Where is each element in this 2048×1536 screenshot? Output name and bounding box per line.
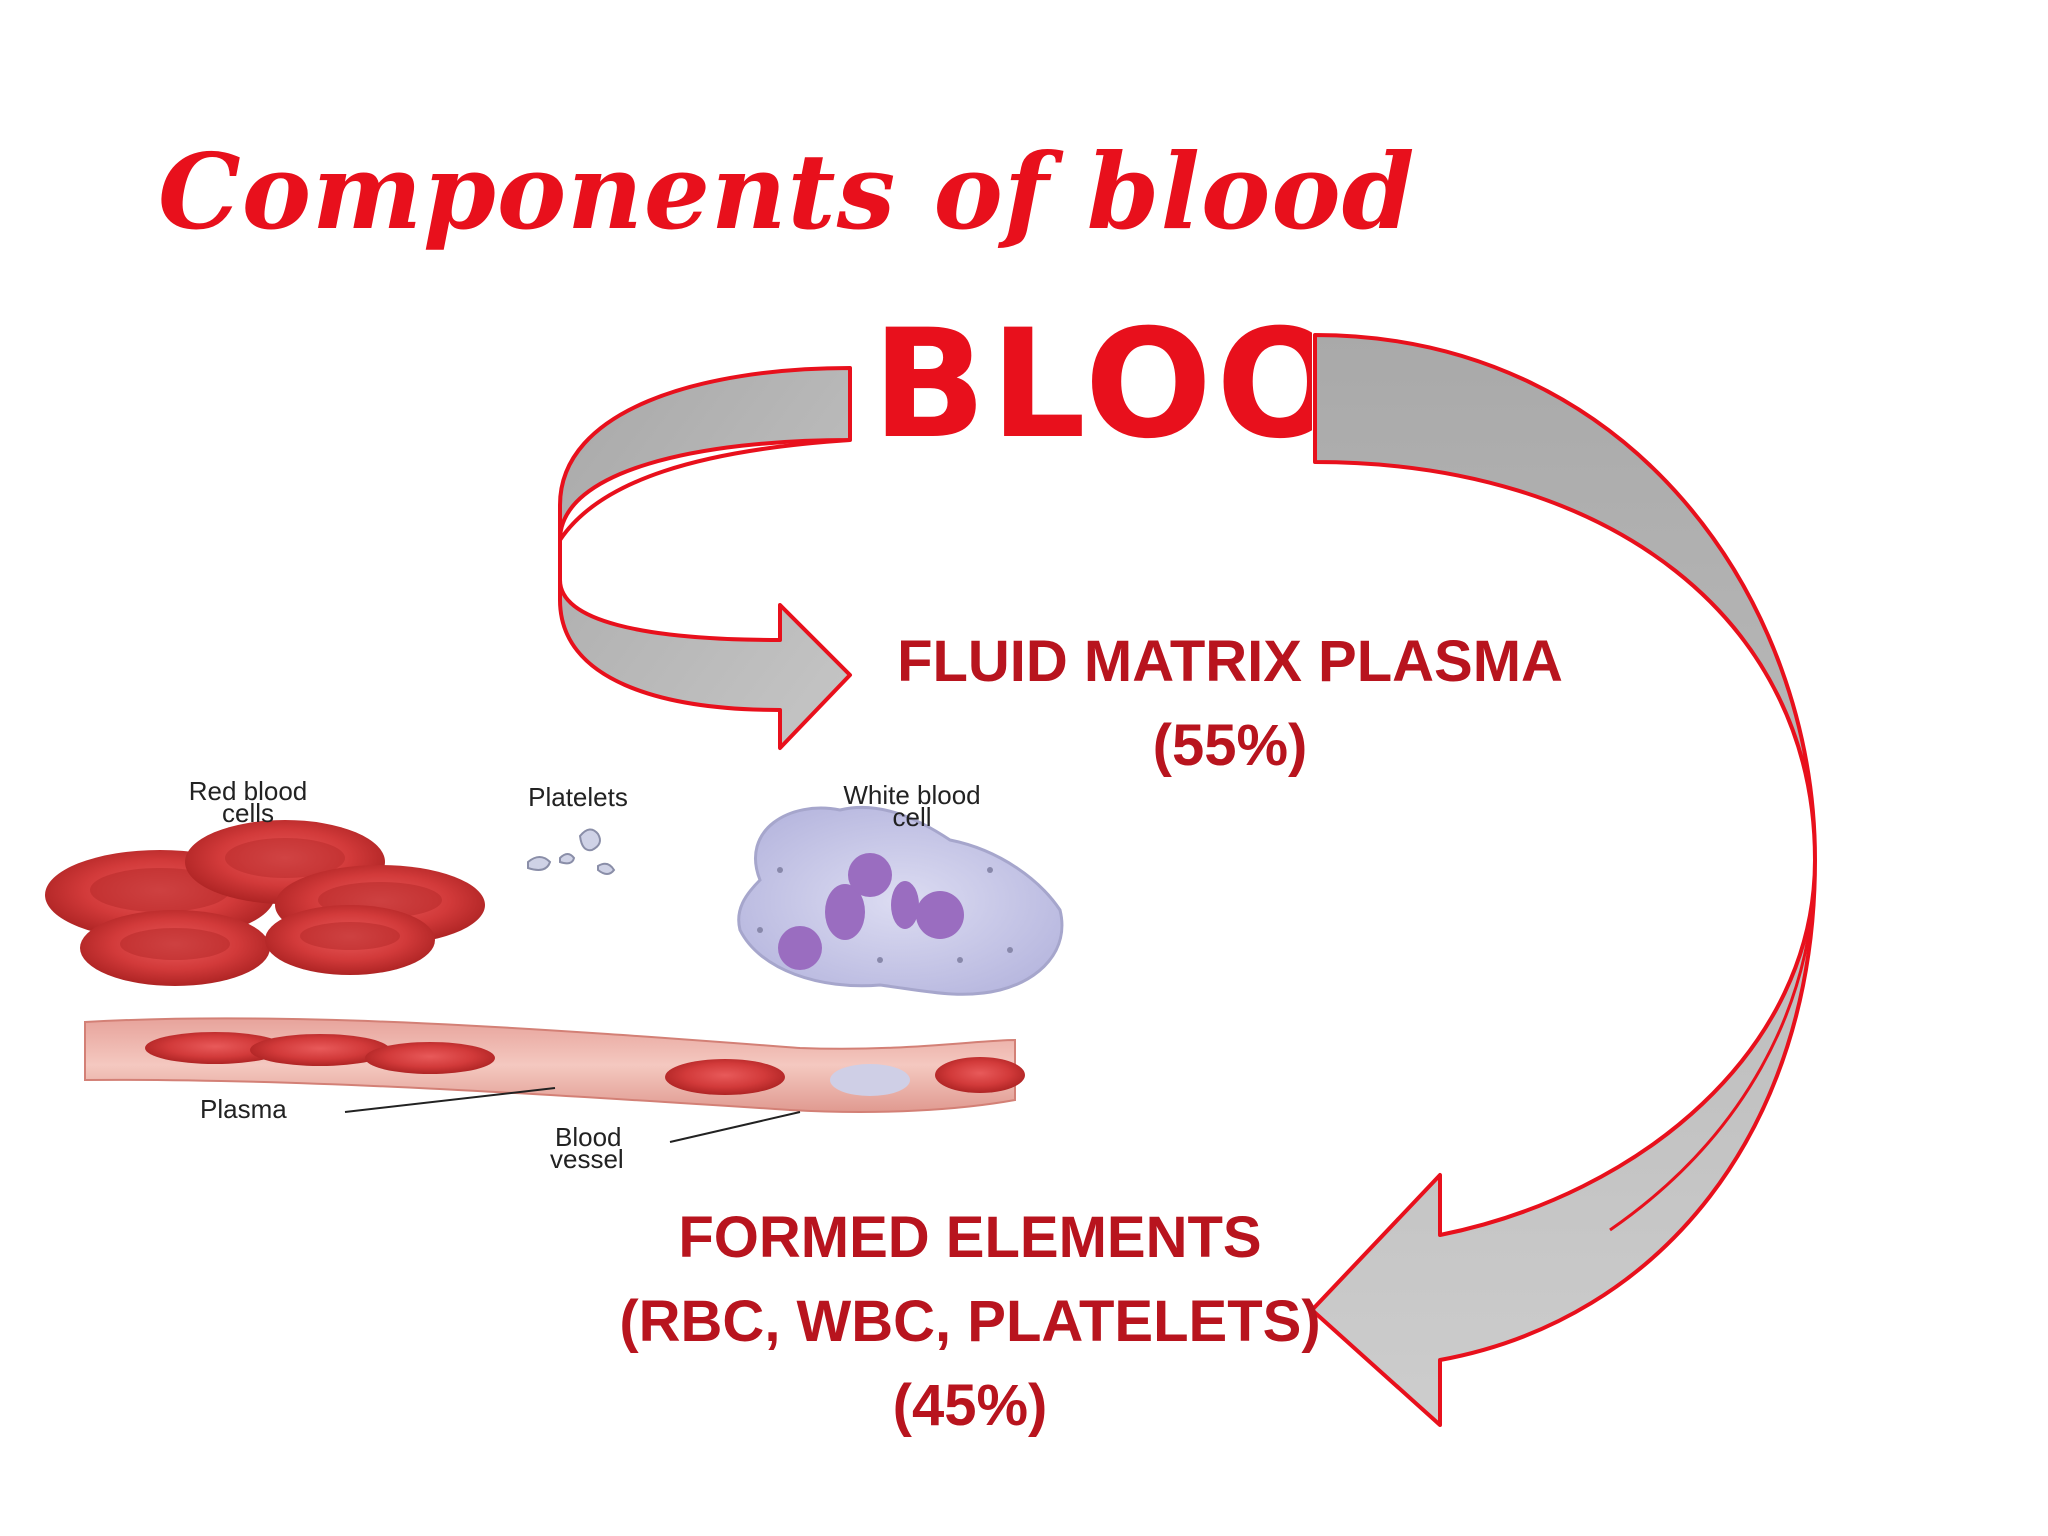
slide-title: Components of blood	[158, 130, 1416, 253]
plasma-illus-label: Plasma	[200, 1094, 287, 1124]
rbc-label-line1: Red blood	[189, 776, 308, 806]
vessel-label-line1: Blood	[555, 1122, 622, 1152]
formed-elements-name: FORMED ELEMENTS	[678, 1205, 1262, 1270]
formed-elements-percent: (45%)	[892, 1373, 1048, 1438]
plasma-percent: (55%)	[1152, 713, 1308, 778]
red-blood-cells	[45, 820, 485, 986]
plasma-branch: FLUID MATRIX PLASMA (55%)	[880, 620, 1580, 788]
blood-label: BLOOD	[872, 310, 1312, 460]
wbc-label-line2: cell	[892, 802, 931, 832]
platelets	[527, 828, 616, 875]
formed-elements-branch: FORMED ELEMENTS (RBC, WBC, PLATELETS) (4…	[600, 1196, 1340, 1448]
vessel-label-line2: vessel	[550, 1144, 624, 1174]
platelets-label: Platelets	[528, 782, 628, 812]
blood-vessel	[84, 1017, 1025, 1113]
arrow-to-formed-elements	[1310, 333, 1817, 1427]
rbc-label-line2: cells	[222, 798, 274, 828]
arrow-to-plasma	[558, 366, 852, 750]
plasma-name: FLUID MATRIX PLASMA	[897, 629, 1563, 694]
formed-elements-detail: (RBC, WBC, PLATELETS)	[619, 1289, 1321, 1354]
white-blood-cell	[737, 805, 1064, 996]
wbc-label-line1: White blood	[843, 780, 980, 810]
